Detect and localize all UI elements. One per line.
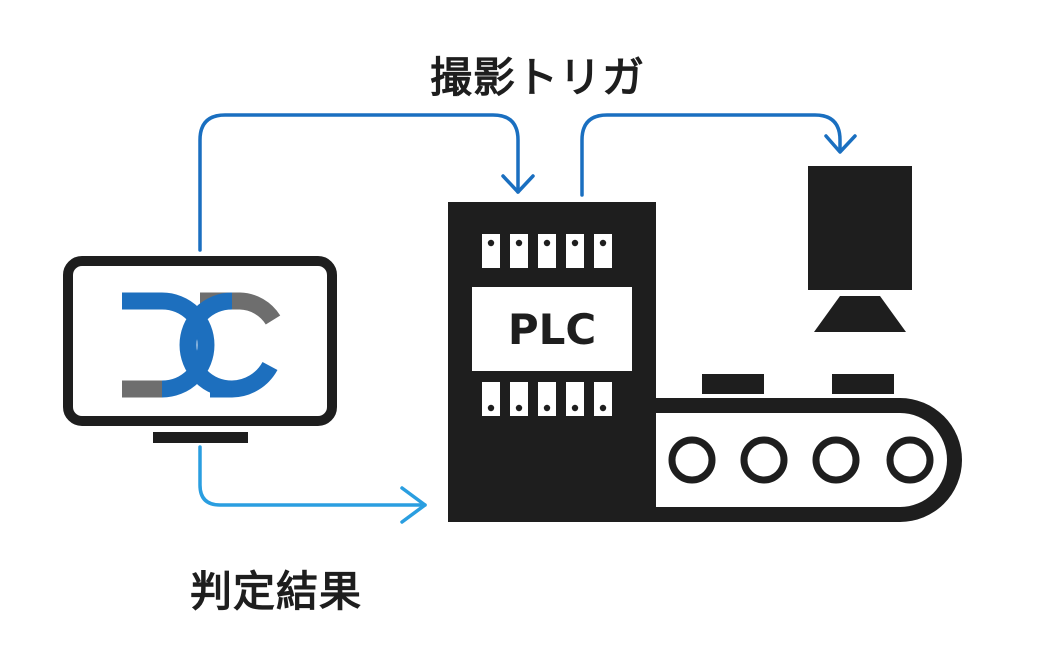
monitor-icon bbox=[63, 256, 337, 443]
plc-terminals-bottom bbox=[482, 382, 612, 416]
trigger-arrow-to-camera bbox=[580, 113, 857, 197]
trigger-arrow-to-plc bbox=[198, 113, 535, 252]
workpiece bbox=[832, 374, 894, 394]
plc-terminals-top bbox=[482, 234, 612, 268]
dc-logo-icon bbox=[122, 292, 281, 398]
trigger-label: 撮影トリガ bbox=[430, 53, 646, 102]
plc-cabinet-icon: PLC bbox=[448, 202, 656, 522]
roller bbox=[740, 436, 788, 484]
roller bbox=[668, 436, 716, 484]
conveyor-belt-icon bbox=[600, 374, 962, 522]
roller bbox=[886, 436, 934, 484]
camera-icon bbox=[808, 166, 912, 332]
result-arrow bbox=[198, 445, 427, 524]
plc-label: PLC bbox=[508, 305, 596, 354]
roller bbox=[812, 436, 860, 484]
workpiece bbox=[702, 374, 764, 394]
result-label: 判定結果 bbox=[190, 567, 363, 616]
